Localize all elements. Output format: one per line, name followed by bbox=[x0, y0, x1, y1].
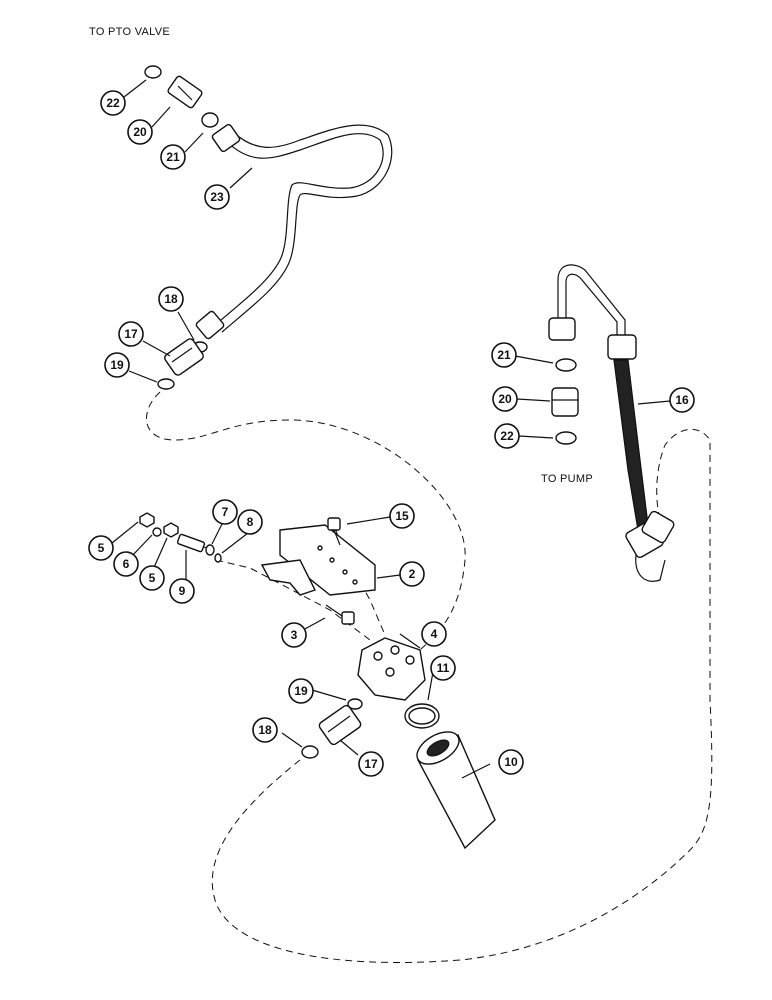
svg-text:5: 5 bbox=[98, 541, 105, 555]
svg-text:16: 16 bbox=[675, 393, 689, 407]
nut-5-b bbox=[163, 522, 179, 538]
seal-ring-11-inner bbox=[408, 707, 436, 725]
callout-9: 9 bbox=[169, 578, 195, 604]
svg-text:20: 20 bbox=[133, 125, 147, 139]
o-ring-21-top bbox=[201, 112, 219, 128]
callout-3: 3 bbox=[281, 622, 307, 648]
adapter-fitting-20-top bbox=[167, 75, 203, 109]
adapter-fitting-17-top bbox=[164, 338, 204, 376]
svg-text:22: 22 bbox=[106, 96, 120, 110]
label-to-pto-valve: TO PTO VALVE bbox=[89, 26, 171, 38]
callout-19-top: 19 bbox=[104, 352, 130, 378]
callout-8: 8 bbox=[237, 509, 263, 535]
svg-text:15: 15 bbox=[395, 509, 409, 523]
callout-4: 4 bbox=[421, 621, 447, 647]
callout-20-top: 20 bbox=[127, 119, 153, 145]
callout-22-right: 22 bbox=[494, 423, 520, 449]
filter-element-10 bbox=[416, 731, 496, 850]
svg-text:11: 11 bbox=[437, 661, 450, 675]
adapter-fitting-20-right bbox=[551, 387, 579, 417]
hose-assembly-pump bbox=[548, 264, 675, 582]
nut-5-a bbox=[139, 512, 155, 528]
svg-text:9: 9 bbox=[179, 584, 186, 598]
callout-17-lower: 17 bbox=[358, 751, 384, 777]
callout-5-a: 5 bbox=[88, 535, 114, 561]
svg-text:2: 2 bbox=[409, 567, 416, 581]
svg-text:5: 5 bbox=[149, 571, 156, 585]
washer-6 bbox=[152, 527, 162, 537]
callout-2: 2 bbox=[399, 561, 425, 587]
callout-18-top: 18 bbox=[158, 286, 184, 312]
svg-text:8: 8 bbox=[247, 515, 254, 529]
mounting-bracket-2 bbox=[260, 524, 376, 596]
o-ring-21-right bbox=[555, 358, 577, 372]
callout-10: 10 bbox=[498, 749, 524, 775]
o-ring-22-right bbox=[555, 431, 577, 445]
callout-6: 6 bbox=[113, 551, 139, 577]
svg-text:19: 19 bbox=[294, 684, 308, 698]
callout-22-top: 22 bbox=[100, 90, 126, 116]
svg-text:17: 17 bbox=[124, 327, 138, 341]
svg-text:20: 20 bbox=[498, 392, 512, 406]
steel-tube-pto bbox=[195, 123, 393, 340]
callout-7: 7 bbox=[212, 499, 238, 525]
leader-lines bbox=[111, 79, 671, 779]
o-ring-19-top bbox=[157, 378, 175, 390]
svg-text:3: 3 bbox=[291, 628, 298, 642]
callout-19-lower: 19 bbox=[288, 678, 314, 704]
o-ring-18-lower bbox=[301, 745, 319, 759]
svg-text:17: 17 bbox=[364, 757, 378, 771]
dashed-route-upper bbox=[146, 391, 466, 651]
svg-text:21: 21 bbox=[166, 150, 180, 164]
o-ring-22-top bbox=[144, 65, 162, 79]
svg-text:6: 6 bbox=[123, 557, 130, 571]
callout-5-b: 5 bbox=[139, 565, 165, 591]
svg-text:23: 23 bbox=[210, 190, 224, 204]
callout-18-lower: 18 bbox=[252, 717, 278, 743]
svg-text:18: 18 bbox=[164, 292, 178, 306]
bolt-3 bbox=[325, 604, 355, 625]
callout-17-top: 17 bbox=[118, 321, 144, 347]
dashed-route-lower bbox=[211, 428, 713, 963]
filter-head-4 bbox=[357, 637, 426, 701]
o-ring-8 bbox=[214, 553, 222, 563]
callout-15: 15 bbox=[389, 503, 415, 529]
svg-text:22: 22 bbox=[500, 429, 514, 443]
bolt-15 bbox=[327, 517, 341, 546]
callout-16: 16 bbox=[669, 387, 695, 413]
svg-text:18: 18 bbox=[258, 723, 272, 737]
svg-text:7: 7 bbox=[222, 505, 229, 519]
callout-20-right: 20 bbox=[492, 386, 518, 412]
callout-21-right: 21 bbox=[491, 342, 517, 368]
svg-text:4: 4 bbox=[431, 627, 438, 641]
callout-21-top: 21 bbox=[160, 144, 186, 170]
callout-11: 11 bbox=[430, 655, 456, 681]
label-to-pump: TO PUMP bbox=[541, 473, 594, 485]
dashed-assembly-line bbox=[215, 559, 371, 641]
callout-23: 23 bbox=[204, 184, 230, 210]
svg-text:19: 19 bbox=[110, 358, 124, 372]
o-ring-19-lower bbox=[347, 698, 363, 710]
svg-text:10: 10 bbox=[504, 755, 518, 769]
o-ring-7 bbox=[205, 544, 215, 556]
svg-text:21: 21 bbox=[497, 348, 511, 362]
adapter-fitting-17-lower bbox=[318, 704, 362, 746]
